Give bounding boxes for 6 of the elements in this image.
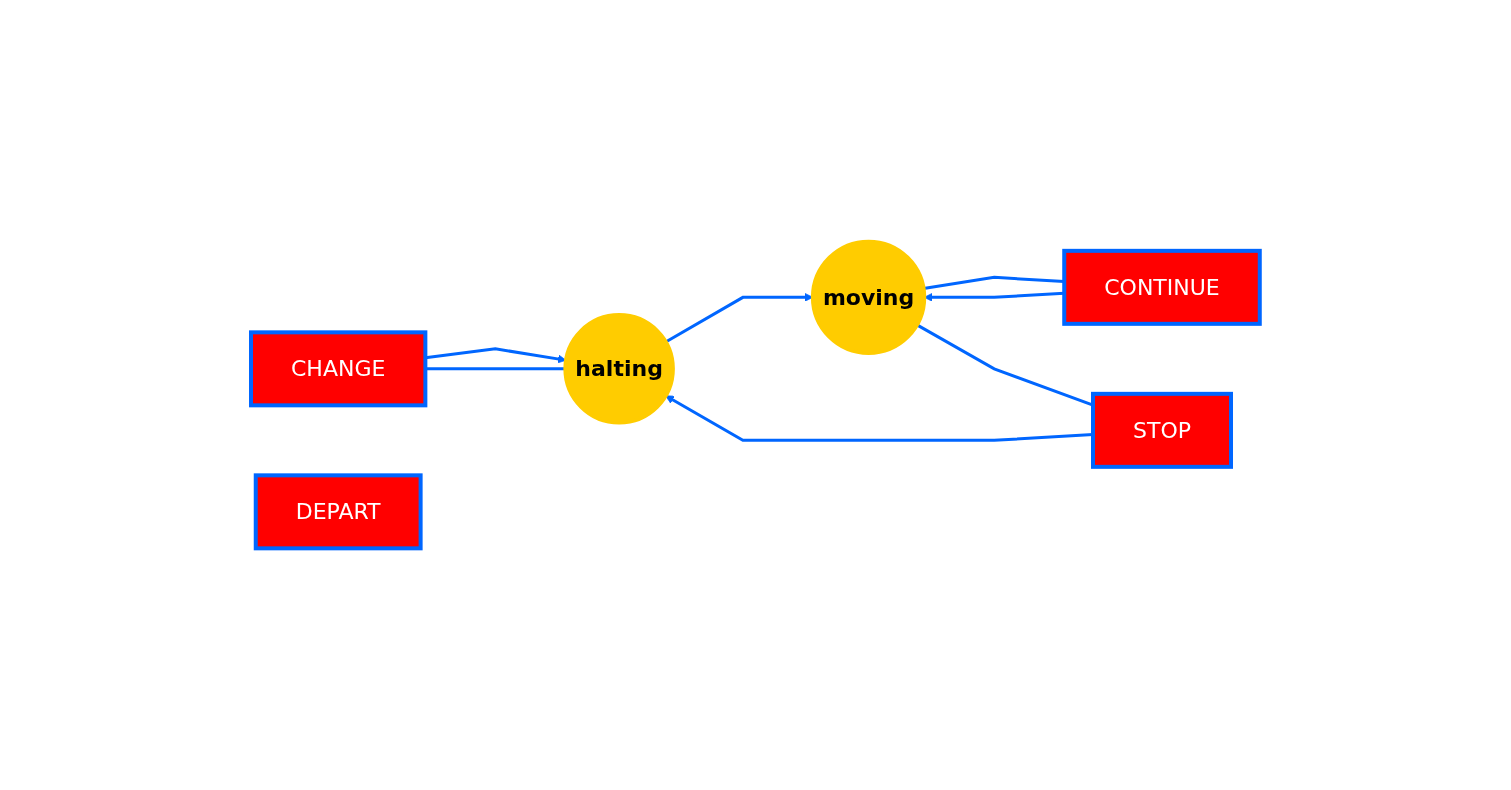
node-box: CHANGE [249,330,428,408]
node-box: STOP [1091,391,1234,469]
node-box: CONTINUE [1062,248,1262,326]
node-box: DEPART [253,473,423,551]
node-circle: halting [563,313,675,425]
node-circle: moving [811,239,927,355]
